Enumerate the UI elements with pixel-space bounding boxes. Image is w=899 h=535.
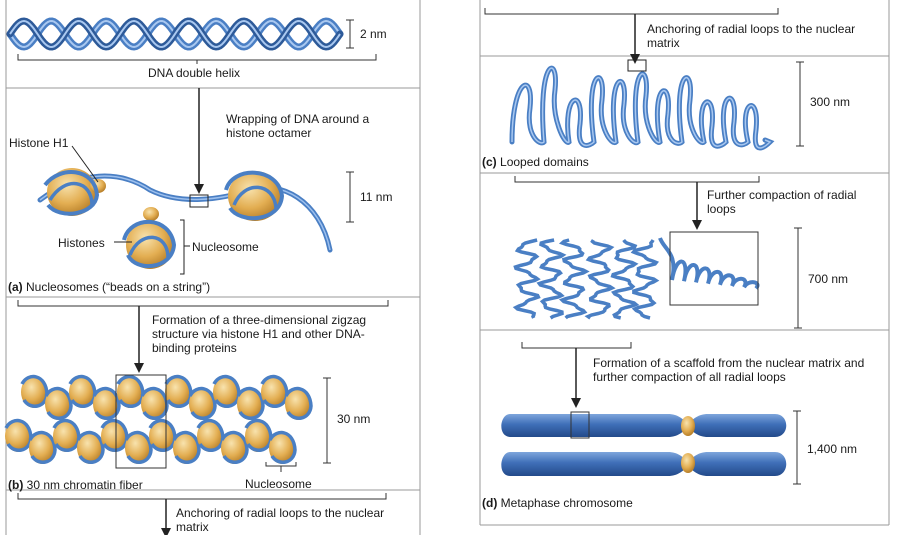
zoom-box-compact: [669, 231, 759, 306]
nucleosome-label: Nucleosome: [192, 240, 259, 254]
caption-a-text: Nucleosomes (“beads on a string”): [26, 280, 211, 294]
helix-scale-label: 2 nm: [360, 27, 387, 41]
arrow-head-wrapping: [194, 184, 204, 194]
leader-histone-h1: [71, 145, 99, 183]
anchoring-step-left: Anchoring of radial loops to the nuclear…: [176, 506, 385, 534]
nucleosome-bracket: [180, 219, 190, 275]
histone-h1-label: Histone H1: [9, 136, 69, 150]
arrow-head-scaffold: [571, 398, 581, 408]
wrapping-step-label: Wrapping of DNA around a histone octamer: [226, 112, 370, 140]
caption-b-letter: (b): [8, 478, 24, 492]
looped-domains: [509, 65, 775, 151]
nucleosome-section-bracket: [17, 300, 389, 307]
metaphase-chromosome: [501, 414, 787, 476]
chromatin-fiber-30nm: [4, 374, 313, 464]
zoom-box-chromosome: [570, 411, 590, 439]
fiber-scale-bar: [323, 377, 331, 464]
fiber-section-bracket: [17, 493, 387, 500]
zigzag-step-label: Formation of a three-dimensional zigzag …: [152, 313, 367, 355]
nucleosome-string: [37, 168, 333, 269]
zoom-box-fiber: [115, 374, 167, 469]
compact-scale-bar: [794, 227, 802, 329]
arrow-head-anchoring-right: [630, 54, 640, 64]
caption-d-letter: (d): [482, 496, 498, 510]
zoom-box-nucleosome: [189, 194, 209, 208]
nucleosome-scale-bar: [346, 171, 354, 223]
fiber-nucleosome-label: Nucleosome: [245, 477, 312, 491]
dna-double-helix: [6, 17, 344, 51]
caption-b-text: 30 nm chromatin fiber: [26, 478, 143, 492]
arrow-head-compaction: [692, 220, 702, 230]
compact-scale-label: 700 nm: [808, 272, 849, 286]
arrow-head-anchoring-left: [161, 528, 171, 535]
caption-a: (a) Nucleosomes (“beads on a string”): [8, 280, 210, 294]
fiber-nucleosome-bracket: [265, 462, 297, 472]
looped-scale-bar: [796, 61, 804, 147]
caption-c: (c) Looped domains: [482, 155, 589, 169]
compacted-loops: [512, 237, 760, 320]
fiber-scale-label: 30 nm: [337, 412, 371, 426]
nucleosome-scale-label: 11 nm: [360, 190, 393, 204]
scaffold-step-label: Formation of a scaffold from the nuclear…: [593, 356, 865, 384]
anchoring-step-right: Anchoring of radial loops to the nuclear…: [647, 22, 856, 50]
caption-d: (d) Metaphase chromosome: [482, 496, 633, 510]
chromosome-scale-bar: [793, 410, 801, 485]
caption-b: (b) 30 nm chromatin fiber: [8, 478, 143, 492]
histones-label: Histones: [58, 236, 105, 250]
helix-label: DNA double helix: [148, 66, 241, 80]
top-right-bracket: [484, 8, 779, 15]
caption-c-text: Looped domains: [500, 155, 589, 169]
looped-scale-label: 300 nm: [810, 95, 851, 109]
compact-bracket: [521, 342, 632, 349]
chromosome-scale-label: 1,400 nm: [807, 442, 858, 456]
helix-scale-bar: [346, 19, 354, 49]
left-panel: [5, 0, 421, 535]
caption-a-letter: (a): [8, 280, 23, 294]
caption-c-letter: (c): [482, 155, 497, 169]
caption-d-text: Metaphase chromosome: [500, 496, 633, 510]
zoom-box-looped: [627, 59, 647, 72]
compaction-step-label: Further compaction of radial loops: [707, 188, 857, 216]
looped-bracket: [514, 176, 760, 183]
arrow-head-zigzag: [134, 363, 144, 373]
helix-bracket: [17, 54, 377, 64]
right-panel: [479, 0, 890, 526]
